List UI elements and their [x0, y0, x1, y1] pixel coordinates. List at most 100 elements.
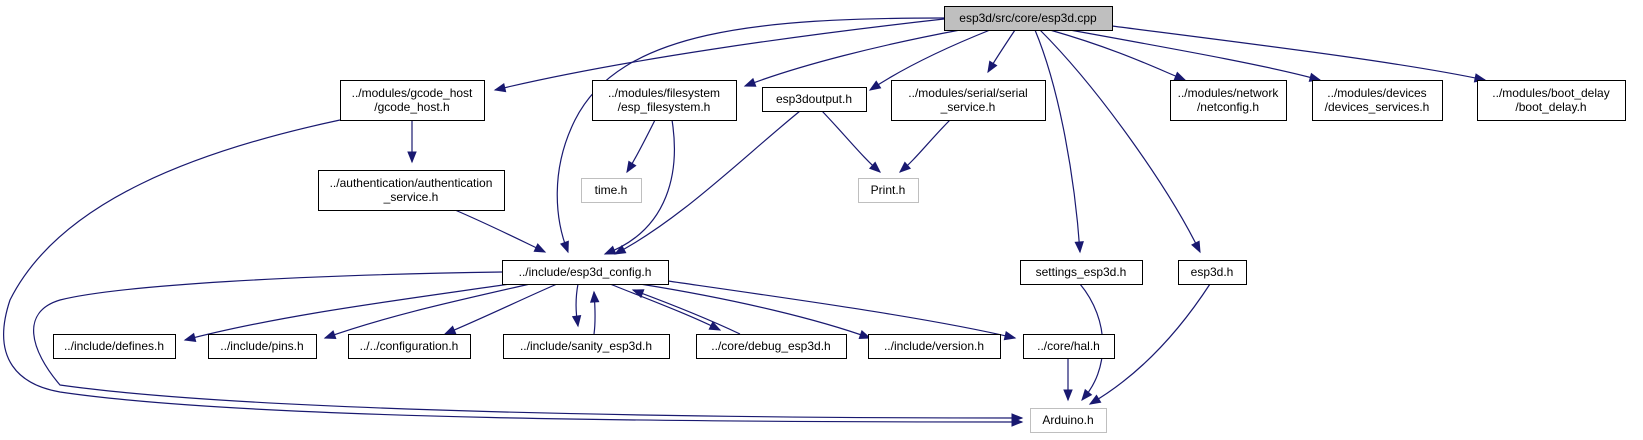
arrowhead-icon	[407, 151, 417, 164]
node-pins[interactable]: ../include/pins.h	[208, 334, 317, 359]
node-label: settings_esp3d.h	[1036, 265, 1127, 279]
node-box	[1170, 80, 1287, 121]
node-label: ../../configuration.h	[360, 339, 459, 353]
edge-gcode_host-to-authentication_service	[407, 120, 417, 164]
edge-line	[639, 283, 871, 339]
node-version[interactable]: ../include/version.h	[868, 334, 1001, 359]
node-arduino: Arduino.h	[1030, 408, 1107, 433]
arrowhead-icon	[559, 240, 569, 254]
node-label: ../core/debug_esp3d.h	[711, 339, 830, 353]
arrowhead-icon	[743, 77, 757, 87]
node-label: ../include/defines.h	[64, 339, 164, 353]
node-box	[348, 334, 471, 359]
arrowhead-icon	[1088, 394, 1102, 405]
edge-line	[899, 119, 951, 173]
node-netconfig[interactable]: ../modules/network/netconfig.h	[1170, 80, 1287, 121]
node-box	[944, 6, 1113, 31]
node-box	[503, 334, 670, 359]
edge-root-to-esp_filesystem	[743, 29, 961, 87]
arrowhead-icon	[626, 160, 637, 174]
node-box	[208, 334, 317, 359]
node-gcode-host[interactable]: ../modules/gcode_host/gcode_host.h	[340, 80, 485, 121]
arrowhead-icon	[1191, 240, 1201, 254]
arrowhead-icon	[898, 161, 912, 173]
node-label: esp3doutput.h	[776, 92, 852, 106]
edge-esp3d_config-to-configuration	[443, 283, 558, 335]
arrowhead-icon	[1074, 241, 1084, 254]
arrowhead-icon	[323, 330, 337, 340]
node-label: Print.h	[871, 183, 906, 197]
node-debug-esp3d[interactable]: ../core/debug_esp3d.h	[696, 334, 847, 359]
edge-root-to-settings_esp3d	[1034, 29, 1084, 254]
node-esp-filesystem[interactable]: ../modules/filesystem/esp_filesystem.h	[592, 80, 737, 121]
node-label: esp3d.h	[1191, 265, 1234, 279]
node-defines[interactable]: ../include/defines.h	[53, 334, 176, 359]
node-label: ../include/esp3d_config.h	[519, 265, 652, 279]
arrowhead-icon	[1003, 331, 1017, 341]
node-print: Print.h	[858, 178, 919, 203]
node-label: /boot_delay.h	[1515, 100, 1586, 114]
edge-root-to-boot_delay	[1111, 25, 1487, 83]
node-label: ../modules/boot_delay	[1492, 86, 1609, 100]
node-box	[696, 334, 847, 359]
edge-line	[667, 280, 1016, 339]
node-authentication-service[interactable]: ../authentication/authentication_service…	[318, 170, 505, 211]
edge-line	[3, 119, 1023, 423]
edge-line	[614, 110, 801, 255]
node-box	[1030, 408, 1107, 433]
edge-esp3d_config-to-defines	[183, 283, 511, 342]
node-label: /netconfig.h	[1197, 100, 1259, 114]
node-boot-delay[interactable]: ../modules/boot_delay/boot_delay.h	[1477, 80, 1626, 121]
node-label: esp3d/src/core/esp3d.cpp	[959, 11, 1097, 25]
node-box	[1312, 80, 1443, 121]
node-esp3d-config[interactable]: ../include/esp3d_config.h	[502, 260, 669, 285]
arrowhead-icon	[603, 245, 617, 255]
edge-sanity_esp3d-to-esp3d_config	[590, 290, 600, 335]
node-box	[1020, 260, 1143, 285]
edge-line	[1039, 29, 1201, 253]
node-devices-services[interactable]: ../modules/devices/devices_services.h	[1312, 80, 1443, 121]
node-label: ../core/hal.h	[1037, 339, 1100, 353]
node-configuration[interactable]: ../../configuration.h	[348, 334, 471, 359]
edge-line	[184, 283, 511, 341]
node-label: ../authentication/authentication	[330, 176, 493, 190]
node-label: _service.h	[383, 190, 439, 204]
edge-esp_filesystem-to-esp3d_config	[603, 119, 675, 255]
edge-esp3d_config-to-arduino	[33, 271, 1024, 423]
node-label: ../modules/network	[1178, 86, 1280, 100]
edge-line	[1049, 29, 1186, 81]
edge-root-to-gcode_host	[493, 18, 945, 93]
edge-line	[444, 283, 558, 335]
node-esp3doutput[interactable]: esp3doutput.h	[762, 87, 867, 112]
node-serial-service[interactable]: ../modules/serial/serial_service.h	[891, 80, 1046, 121]
edge-line	[556, 17, 945, 253]
arrowhead-icon	[613, 244, 627, 255]
node-label: ../include/version.h	[884, 339, 984, 353]
node-label: time.h	[595, 183, 628, 197]
arrowhead-icon	[571, 314, 582, 328]
node-box	[891, 80, 1046, 121]
edge-line	[821, 110, 881, 173]
edge-line	[632, 289, 741, 335]
node-settings-esp3d[interactable]: settings_esp3d.h	[1020, 260, 1143, 285]
node-label: ../include/sanity_esp3d.h	[520, 339, 652, 353]
edge-root-to-esp3d_h	[1039, 29, 1201, 254]
node-root[interactable]: esp3d/src/core/esp3d.cpp	[944, 6, 1113, 31]
node-esp3d-h[interactable]: esp3d.h	[1178, 260, 1247, 285]
edge-root-to-esp3doutput	[868, 29, 991, 91]
arrowhead-icon	[533, 243, 547, 253]
edge-line	[33, 271, 1023, 419]
node-label: /esp_filesystem.h	[618, 100, 711, 114]
edge-debug_esp3d-to-esp3d_config	[631, 289, 741, 335]
edge-line	[744, 29, 961, 87]
node-box	[318, 170, 505, 211]
node-label: ../modules/gcode_host	[352, 86, 473, 100]
node-sanity-esp3d[interactable]: ../include/sanity_esp3d.h	[503, 334, 670, 359]
edge-line	[324, 283, 531, 339]
node-box	[340, 80, 485, 121]
node-label: ../modules/devices	[1327, 86, 1426, 100]
node-box	[1178, 260, 1247, 285]
node-hal[interactable]: ../core/hal.h	[1023, 334, 1115, 359]
edge-esp3d_config-to-version	[639, 283, 872, 340]
